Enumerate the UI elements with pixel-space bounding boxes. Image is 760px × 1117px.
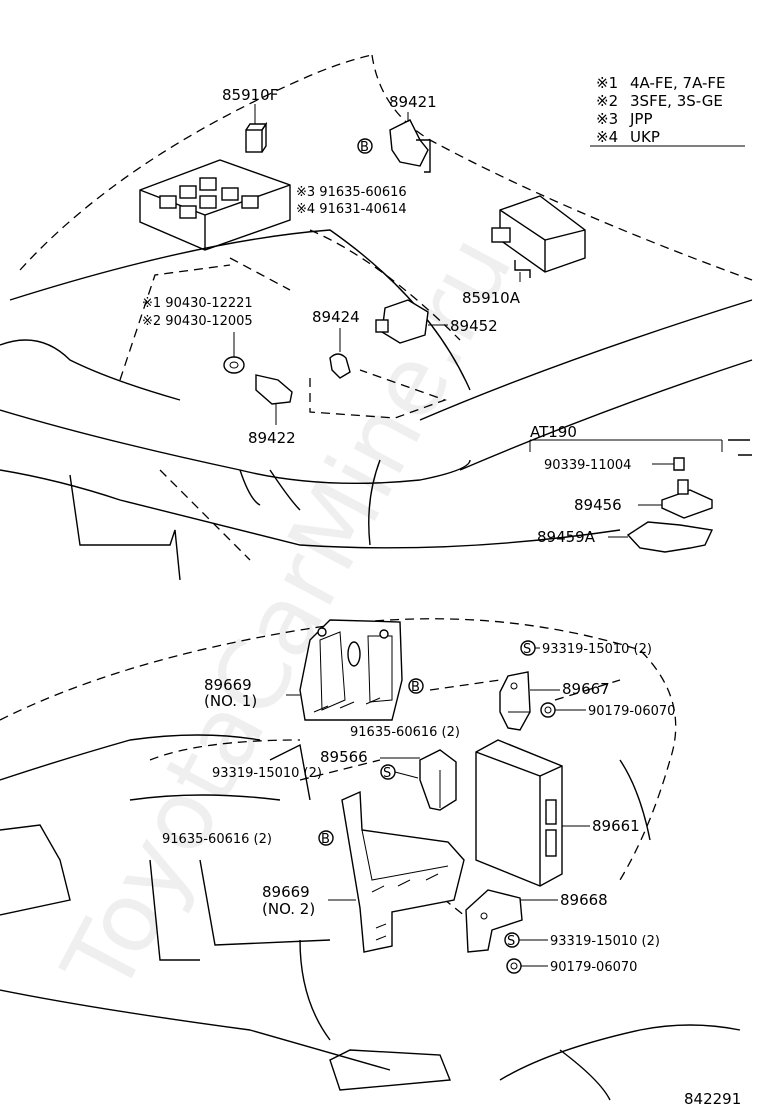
label-90339-11004: 90339-11004 [544,458,631,473]
label-93319-15010-c: 93319-15010 (2) [550,934,660,949]
label-89566: 89566 [320,748,368,766]
figure-number: 842291 [684,1090,741,1108]
label-89667: 89667 [562,680,610,698]
legend-text-1: 4A-FE, 7A-FE [630,74,726,92]
screw-marker-a-text: S [523,642,531,657]
bracket-89566 [419,749,457,811]
screw-marker-b-text: S [383,766,391,781]
sensor-89452 [375,299,448,344]
legend-mark-2: ※2 [596,92,618,110]
switch-89422 [255,374,293,425]
bracket-89668 [465,889,523,953]
label-85910A: 85910A [462,289,521,307]
label-89669-no2: 89669 [262,883,310,901]
label-85910F: 85910F [222,86,278,104]
bolt-marker-text: B [360,140,369,155]
legend: ※1 4A-FE, 7A-FE ※2 3SFE, 3S-GE ※3 JPP ※4… [590,74,745,147]
nut-90179-b [506,958,522,974]
label-at190: AT190 [530,423,577,441]
bolt-marker-a [408,678,424,694]
legend-text-2: 3SFE, 3S-GE [630,92,723,110]
bulb-89424 [309,328,447,419]
label-89669-no1: 89669 [204,676,252,694]
legend-text-3: JPP [629,110,653,128]
bracket-89669-no1 [299,619,403,721]
legend-mark-4: ※4 [596,128,618,146]
label-89424: 89424 [312,308,360,326]
label-90179-06070-b: 90179-06070 [550,960,637,975]
bolt-marker-b-text: B [321,832,330,847]
label-93319-15010-b: 93319-15010 (2) [212,766,322,781]
legend-mark-1: ※1 [596,74,618,92]
label-93319-15010-a: 93319-15010 (2) [542,642,652,657]
dashboard-outline [0,618,741,1101]
label-91635-60616-j3: ※3 91635-60616 [296,185,407,200]
at190-section [529,439,752,456]
bracket-89669-no2 [341,790,465,953]
label-89421: 89421 [389,93,437,111]
bolt-marker-a-text: B [411,680,420,695]
relay-85910A [491,195,586,282]
bracket-89459A [626,521,714,553]
nut-90179-a [540,702,556,718]
legend-text-4: UKP [630,128,660,146]
label-89456: 89456 [574,496,622,514]
sensor-89421: B [357,112,431,173]
relay-85910F [245,104,268,153]
label-no2: (NO. 2) [262,900,315,918]
hood-outline [0,54,753,581]
label-89452: 89452 [450,317,498,335]
sensor-89456 [661,479,713,519]
label-90430-12005: ※2 90430-12005 [142,314,253,329]
label-89661: 89661 [592,817,640,835]
relay-box [139,159,291,251]
gasket-90430 [223,332,245,374]
bolt-marker-89421 [357,138,373,154]
bolt-90339 [652,457,685,471]
label-91635-60616-b: 91635-60616 (2) [162,832,272,847]
bolt-marker-b [318,830,334,846]
label-no1: (NO. 1) [204,692,257,710]
bracket-89667 [499,671,531,731]
screw-marker-c-text: S [507,934,515,949]
label-90179-06070-a: 90179-06070 [588,704,675,719]
label-91631-40614-j4: ※4 91631-40614 [296,202,407,217]
legend-mark-3: ※3 [596,110,618,128]
label-89422: 89422 [248,429,296,447]
label-89459A: 89459A [537,528,596,546]
label-89668: 89668 [560,891,608,909]
label-91635-60616-a: 91635-60616 (2) [350,725,460,740]
label-90430-12221: ※1 90430-12221 [142,296,253,311]
ecu-89661 [475,739,563,887]
